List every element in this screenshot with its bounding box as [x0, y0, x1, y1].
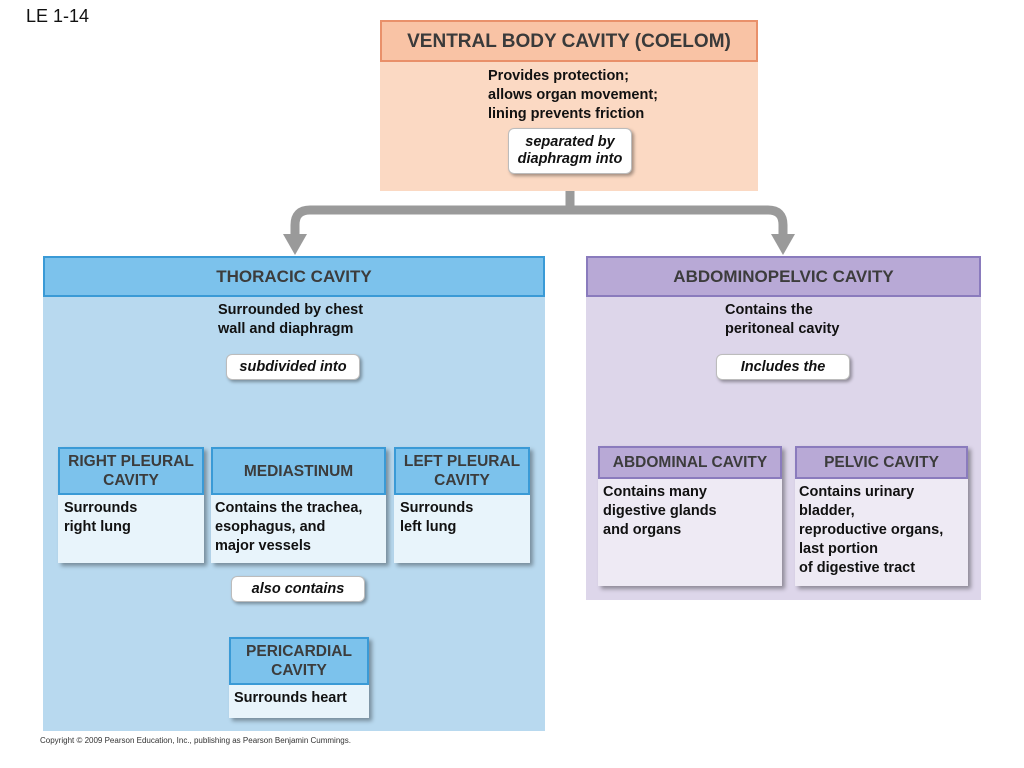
abdominopelvic-cavity-description: Contains the peritoneal cavity	[725, 301, 925, 339]
title-line: CAVITY	[434, 472, 490, 489]
thoracic-cavity-title: THORACIC CAVITY	[43, 256, 545, 297]
desc-line: of digestive tract	[799, 560, 916, 576]
mediastinum-title: MEDIASTINUM	[211, 447, 386, 495]
thoracic-line: wall and diaphragm	[218, 321, 354, 337]
pericardial-cavity-box: PERICARDIAL CAVITY Surrounds heart	[229, 637, 369, 718]
copyright-notice: Copyright © 2009 Pearson Education, Inc.…	[40, 736, 351, 745]
pericardial-cavity-description: Surrounds heart	[234, 690, 347, 706]
desc-line: reproductive organs,	[799, 522, 944, 538]
pelvic-cavity-title: PELVIC CAVITY	[795, 446, 968, 479]
abdominopelvic-line: Contains the	[725, 302, 813, 318]
mediastinum-box: MEDIASTINUM Contains the trachea, esopha…	[211, 447, 386, 563]
desc-line: left lung	[400, 519, 457, 535]
right-pleural-cavity-box: RIGHT PLEURAL CAVITY Surrounds right lun…	[58, 447, 204, 563]
subdivided-into-label: subdivided into	[226, 354, 360, 380]
slide-label: LE 1-14	[26, 6, 90, 26]
desc-line: Contains urinary	[799, 484, 915, 500]
abdominopelvic-line: peritoneal cavity	[725, 321, 840, 337]
thoracic-line: Surrounded by chest	[218, 302, 364, 318]
arrowhead-thoracic	[283, 234, 307, 255]
connector-line: diaphragm into	[517, 151, 623, 167]
desc-line: Surrounds	[400, 500, 474, 516]
abdominopelvic-cavity-title: ABDOMINOPELVIC CAVITY	[586, 256, 981, 297]
desc-line: right lung	[64, 519, 131, 535]
desc-line: bladder,	[799, 503, 855, 519]
abdominal-cavity-title: ABDOMINAL CAVITY	[598, 446, 782, 479]
title-line: PERICARDIAL	[246, 643, 352, 660]
desc-line: and organs	[603, 522, 682, 538]
desc-line: last portion	[799, 541, 878, 557]
pelvic-cavity-description: Contains urinary bladder, reproductive o…	[799, 483, 967, 578]
desc-line: Contains the trachea,	[215, 500, 363, 516]
includes-the-label: Includes the	[716, 354, 850, 380]
desc-line: Contains many	[603, 484, 707, 500]
ventral-line: allows organ movement;	[488, 87, 659, 103]
desc-line: major vessels	[215, 538, 311, 554]
left-pleural-cavity-description: Surrounds left lung	[400, 499, 473, 537]
abdominal-cavity-description: Contains many digestive glands and organ…	[603, 483, 717, 540]
ventral-line: lining prevents friction	[488, 106, 645, 122]
left-pleural-cavity-box: LEFT PLEURAL CAVITY Surrounds left lung	[394, 447, 530, 563]
mediastinum-description: Contains the trachea, esophagus, and maj…	[215, 499, 385, 556]
ventral-line: Provides protection;	[488, 68, 629, 84]
right-pleural-cavity-title: RIGHT PLEURAL CAVITY	[58, 447, 204, 495]
desc-line: digestive glands	[603, 503, 717, 519]
ventral-body-cavity-title: VENTRAL BODY CAVITY (COELOM)	[380, 20, 758, 62]
right-pleural-cavity-description: Surrounds right lung	[64, 499, 137, 537]
title-line: LEFT PLEURAL	[403, 453, 521, 470]
title-line: CAVITY	[271, 662, 327, 679]
arrowhead-abdominopelvic	[771, 234, 795, 255]
thoracic-cavity-description: Surrounded by chest wall and diaphragm	[218, 301, 438, 339]
desc-line: Surrounds	[64, 500, 138, 516]
title-line: RIGHT PLEURAL	[68, 453, 194, 470]
connector-line: separated by	[525, 134, 615, 150]
abdominal-cavity-box: ABDOMINAL CAVITY Contains many digestive…	[598, 446, 782, 586]
separated-by-diaphragm-label: separated by diaphragm into	[508, 128, 632, 174]
title-line: CAVITY	[103, 472, 159, 489]
also-contains-label: also contains	[231, 576, 365, 602]
left-pleural-cavity-title: LEFT PLEURAL CAVITY	[394, 447, 530, 495]
pelvic-cavity-box: PELVIC CAVITY Contains urinary bladder, …	[795, 446, 968, 586]
ventral-body-cavity-description: Provides protection; allows organ moveme…	[488, 67, 748, 124]
pericardial-cavity-title: PERICARDIAL CAVITY	[229, 637, 369, 685]
desc-line: esophagus, and	[215, 519, 326, 535]
